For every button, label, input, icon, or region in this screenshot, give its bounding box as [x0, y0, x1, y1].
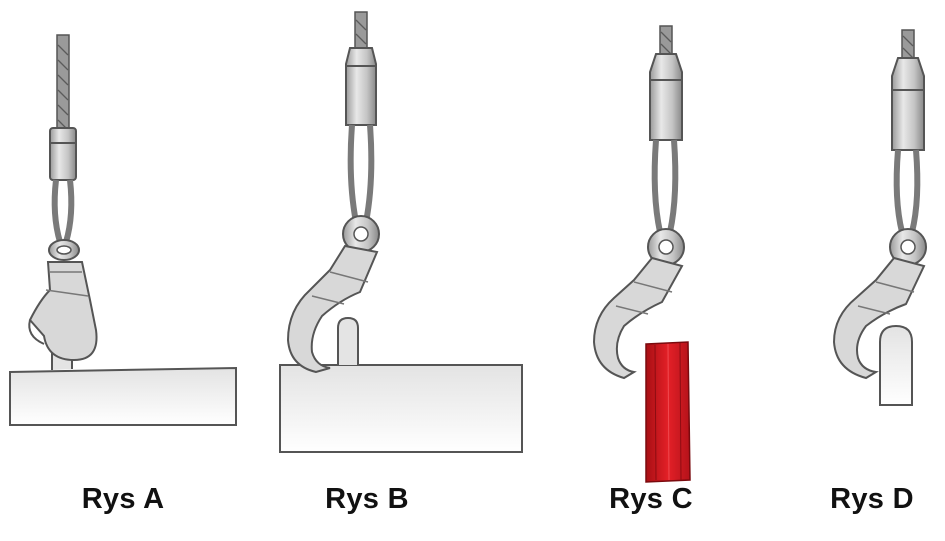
- panel-label-d: Rys D: [830, 483, 914, 515]
- panel-label-a: Rys A: [81, 483, 165, 515]
- panel-b-pin: [337, 316, 359, 365]
- panel-label-c: Rys C: [609, 483, 693, 515]
- panel-b-hook: [286, 244, 379, 374]
- panel-a-load-block: [9, 366, 237, 426]
- panel-a-ferrule: [49, 127, 77, 181]
- panel-b-rope-loop: [347, 124, 375, 223]
- panel-c-drawing: [592, 25, 691, 483]
- panel-b-load-block: [279, 364, 523, 453]
- panel-a-rope-loop: [51, 179, 75, 243]
- panel-a-drawing: [9, 34, 237, 426]
- panel-label-b: Rys B: [325, 483, 409, 515]
- panel-d-drawing: [832, 29, 927, 406]
- panel-a-hook: [28, 261, 98, 362]
- panel-b-drawing: [279, 11, 523, 453]
- panel-c-ferrule: [649, 53, 683, 141]
- panel-c-hook: [592, 256, 684, 380]
- panel-d-ferrule: [891, 57, 925, 151]
- panel-b-wire-rope: [354, 11, 368, 51]
- panel-d-plate: [879, 324, 913, 406]
- panel-d-rope-loop: [893, 149, 921, 233]
- panel-b-ferrule: [345, 47, 377, 126]
- panel-c-rope-loop: [651, 139, 679, 233]
